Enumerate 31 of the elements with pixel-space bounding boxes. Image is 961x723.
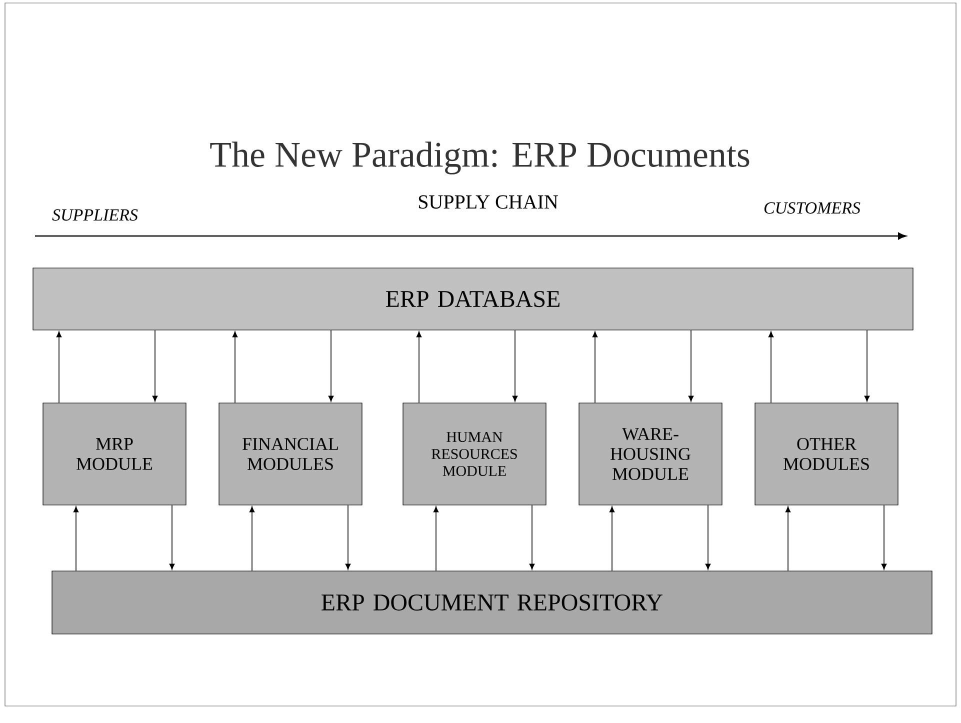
module-box: HUMAN RESOURCES MODULE [402, 402, 546, 506]
arrow [169, 504, 175, 570]
label: SUPPLY CHAIN [418, 195, 558, 209]
arrow [529, 504, 535, 570]
arrow [73, 506, 79, 572]
arrow [232, 331, 238, 404]
arrow [512, 330, 518, 402]
module-box: MRP MODULE [42, 402, 186, 506]
arrow [56, 331, 62, 404]
arrow [785, 506, 791, 572]
arrow [416, 331, 422, 404]
module-box: OTHER MODULES [754, 402, 898, 506]
label: CUSTOMERS [764, 202, 860, 214]
database-bar: ERP DATABASE [32, 268, 914, 330]
arrow [688, 330, 694, 402]
module-box: WARE- HOUSING MODULE [578, 402, 722, 506]
repository-bar: ERP DOCUMENT REPOSITORY [52, 570, 932, 634]
arrow [768, 331, 774, 404]
arrow [864, 330, 870, 402]
arrow [152, 330, 158, 402]
arrow [345, 504, 351, 570]
title: The New Paradigm: ERP Documents [210, 142, 750, 174]
label: SUPPLIERS [52, 209, 138, 221]
arrow [592, 331, 598, 404]
arrow [609, 506, 615, 572]
arrow [433, 506, 439, 572]
module-box: FINANCIAL MODULES [218, 402, 362, 506]
arrow [881, 504, 887, 570]
arrow [705, 504, 711, 570]
arrow [328, 330, 334, 402]
arrow [249, 506, 255, 572]
